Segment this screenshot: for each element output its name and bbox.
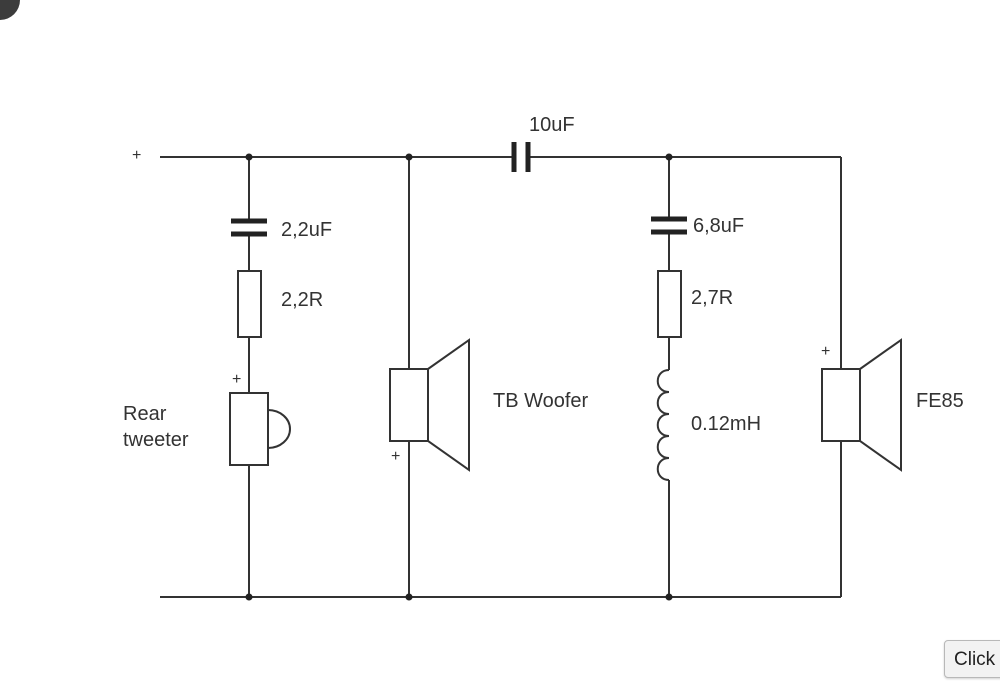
tweeter-capacitor-symbol	[231, 218, 267, 237]
woofer-speaker-symbol	[389, 338, 470, 472]
tweeter-label-line1: Rear	[123, 403, 167, 425]
junction-dot	[405, 593, 413, 601]
capacitor-6-8uf-symbol	[651, 216, 687, 235]
woofer-plus-label: +	[391, 448, 400, 465]
click-button[interactable]: Click	[944, 640, 1000, 678]
inductor-symbol	[656, 369, 670, 481]
tweeter-res-label: 2,2R	[281, 289, 323, 311]
fe85-label: FE85	[916, 390, 964, 412]
fe85-plus-label: +	[821, 343, 830, 360]
series-cap-label: 10uF	[529, 114, 575, 136]
junction-dot	[245, 153, 253, 161]
fe85-speaker-symbol	[821, 338, 902, 472]
inductor-label: 0.12mH	[691, 413, 761, 435]
junction-dot	[405, 153, 413, 161]
tweeter-symbol	[229, 392, 291, 466]
junction-dot	[665, 153, 673, 161]
junction-dot	[665, 593, 673, 601]
junction-dot	[245, 593, 253, 601]
tweeter-resistor-symbol	[237, 270, 262, 338]
cap-6-8uf-label: 6,8uF	[693, 215, 744, 237]
resistor-2-7r-symbol	[657, 270, 682, 338]
input-plus-label: +	[132, 147, 141, 164]
res-2-7r-label: 2,7R	[691, 287, 733, 309]
tweeter-cap-label: 2,2uF	[281, 219, 332, 241]
tweeter-plus-label: +	[232, 371, 241, 388]
woofer-label: TB Woofer	[493, 390, 589, 412]
tweeter-label-line2: tweeter	[123, 429, 189, 451]
series-capacitor-symbol	[511, 142, 531, 172]
